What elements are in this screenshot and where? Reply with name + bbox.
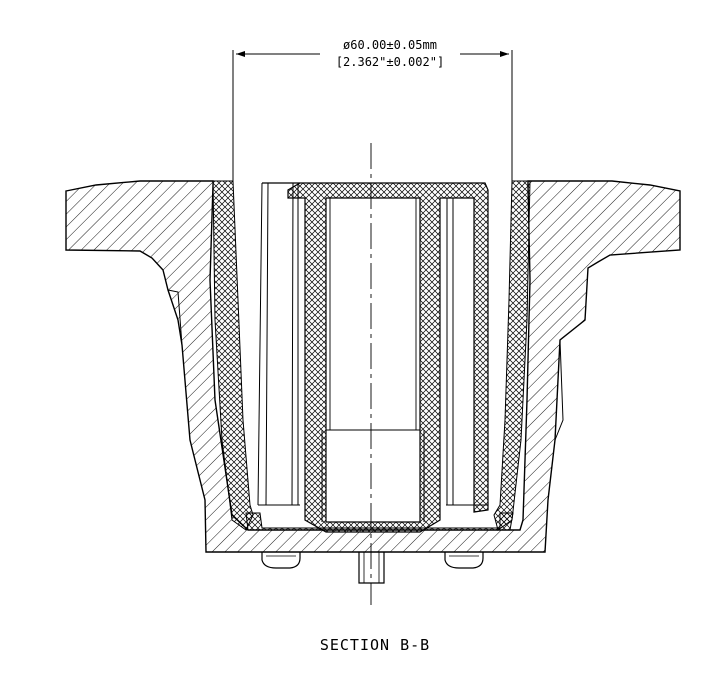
dimension-imperial: [2.362"±0.002"] (336, 55, 444, 69)
diameter-dimension: ø60.00±0.05mm [2.362"±0.002"] (232, 38, 513, 181)
center-pin (358, 552, 385, 584)
inner-wall-lines (257, 182, 488, 506)
liner-wall (212, 180, 531, 531)
fastener-right (444, 552, 484, 569)
fastener-left (261, 552, 301, 569)
inner-cup (287, 182, 489, 533)
section-label: SECTION B-B (320, 636, 430, 654)
dimension-metric: ø60.00±0.05mm (343, 38, 437, 52)
outer-housing (65, 180, 681, 553)
